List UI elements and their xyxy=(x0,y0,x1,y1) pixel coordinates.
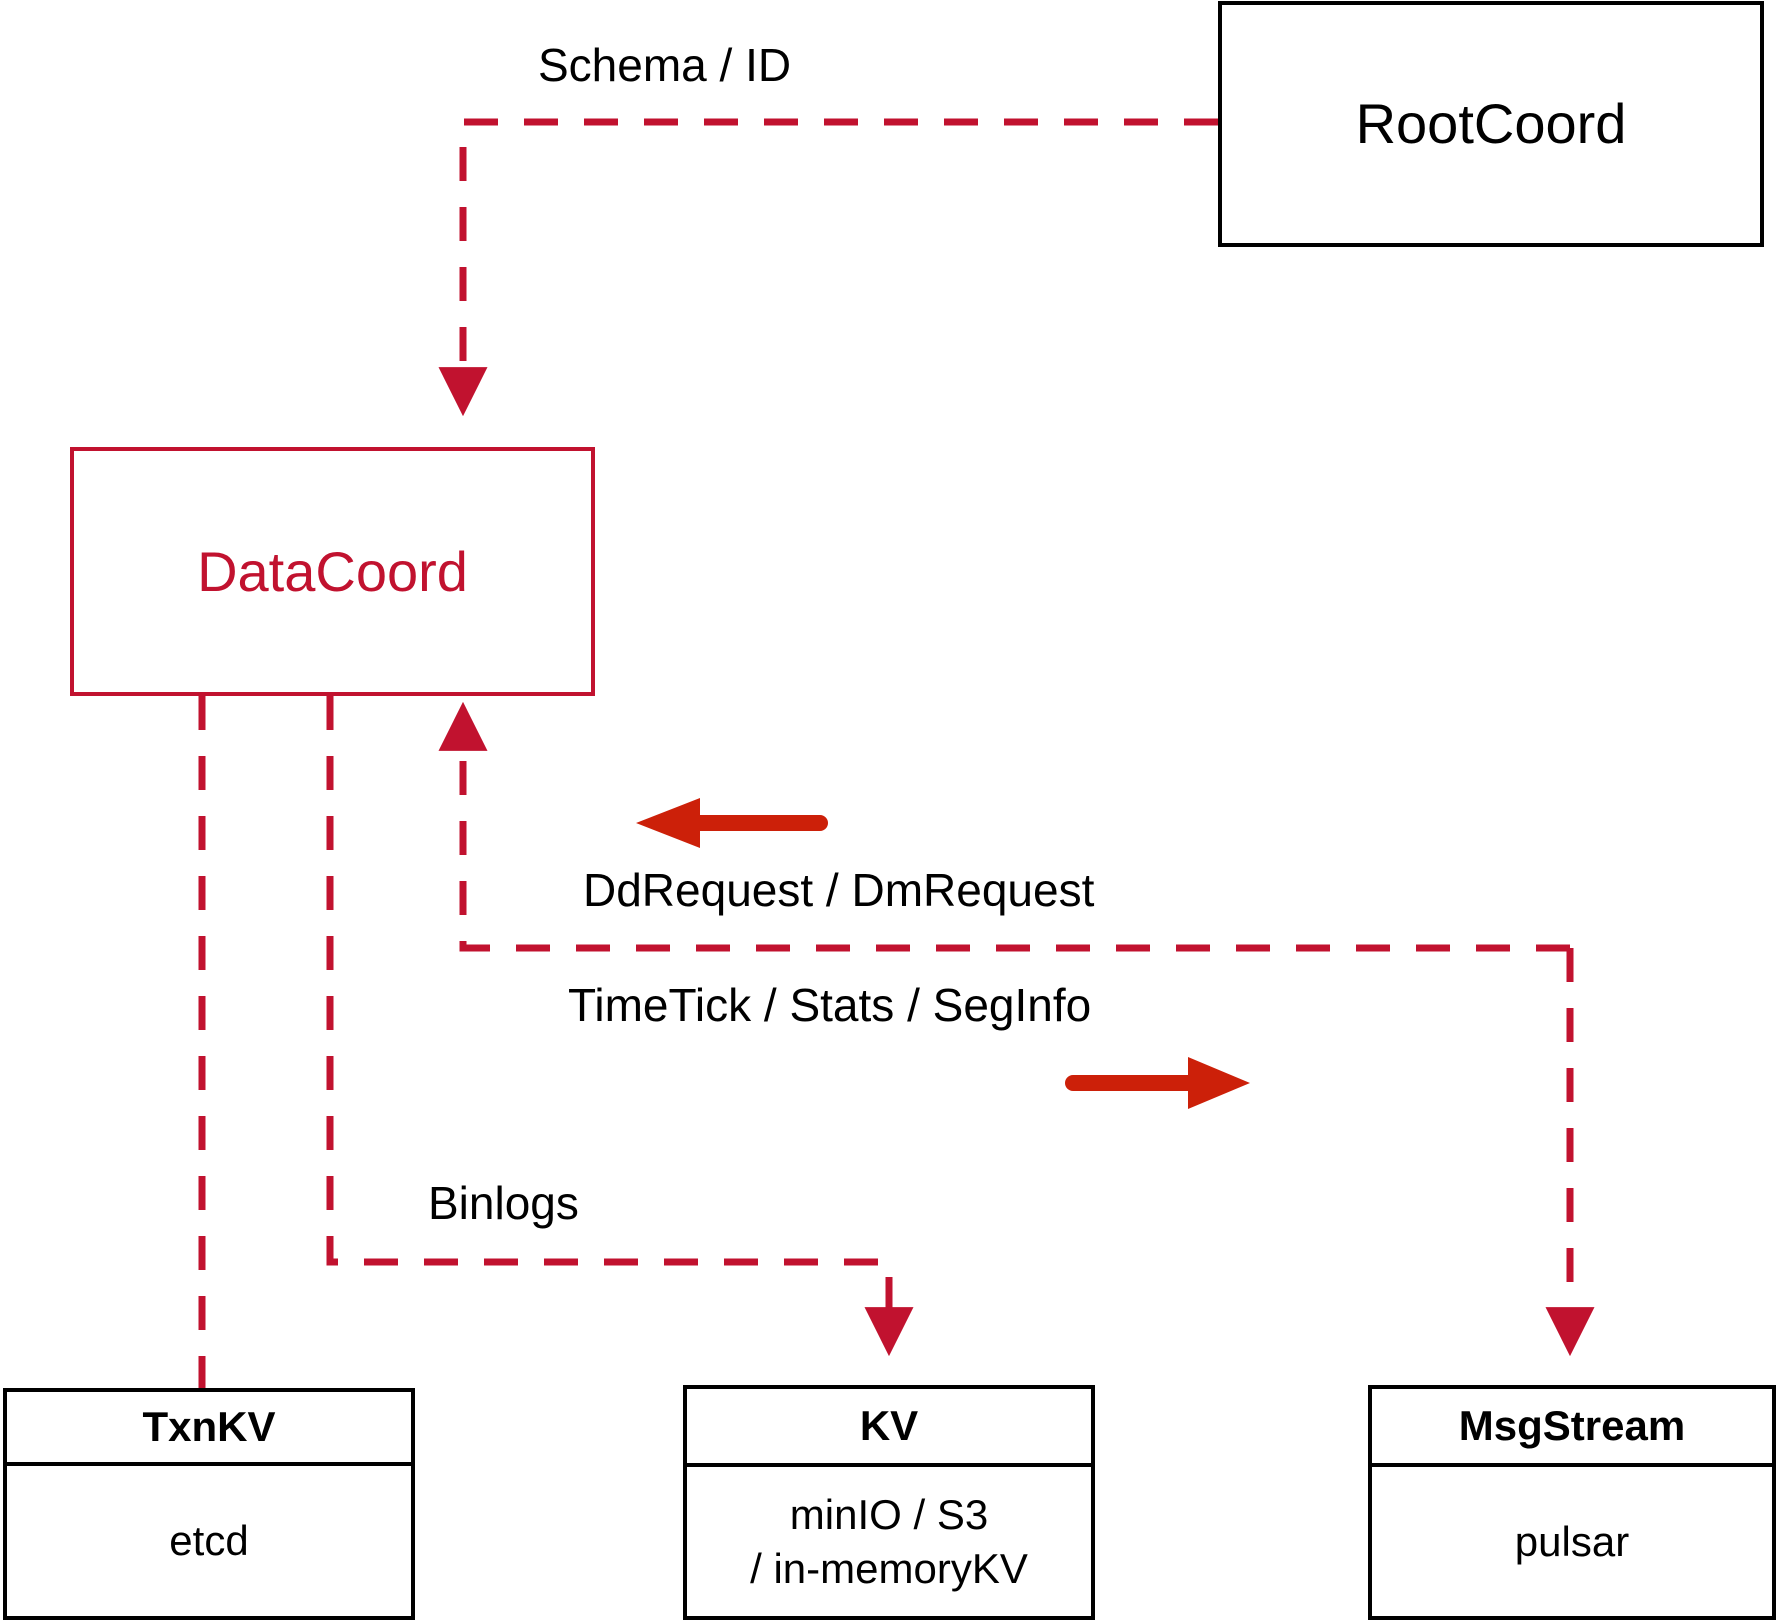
edge-label-timetick-stats-seginfo: TimeTick / Stats / SegInfo xyxy=(568,979,1092,1031)
edge-label-schema-id: Schema / ID xyxy=(538,39,792,91)
node-kv-header: KV xyxy=(687,1389,1091,1467)
node-txnkv[interactable]: TxnKV etcd xyxy=(3,1388,415,1620)
inbound-arrow-icon xyxy=(636,798,828,848)
node-datacoord-label: DataCoord xyxy=(197,539,468,603)
node-rootcoord[interactable]: RootCoord xyxy=(1218,1,1764,247)
node-msgstream-header: MsgStream xyxy=(1372,1389,1772,1467)
edge-msgstream-to-datacoord xyxy=(438,701,1570,952)
node-txnkv-header: TxnKV xyxy=(7,1392,411,1466)
node-datacoord[interactable]: DataCoord xyxy=(70,447,595,696)
node-txnkv-body: etcd xyxy=(169,1517,249,1565)
node-rootcoord-label: RootCoord xyxy=(1355,92,1627,156)
node-msgstream[interactable]: MsgStream pulsar xyxy=(1368,1385,1776,1620)
node-kv-body: minIO / S3 / in-memoryKV xyxy=(750,1490,1028,1592)
outbound-arrow-icon xyxy=(1065,1057,1250,1109)
edge-label-dd-dm-request: DdRequest / DmRequest xyxy=(583,864,1095,916)
node-msgstream-body: pulsar xyxy=(1514,1517,1630,1565)
edge-label-binlogs: Binlogs xyxy=(428,1177,579,1229)
edge-datacoord-to-kv xyxy=(326,696,914,1357)
edge-rootcoord-to-datacoord xyxy=(438,118,1218,417)
node-kv[interactable]: KV minIO / S3 / in-memoryKV xyxy=(683,1385,1095,1620)
